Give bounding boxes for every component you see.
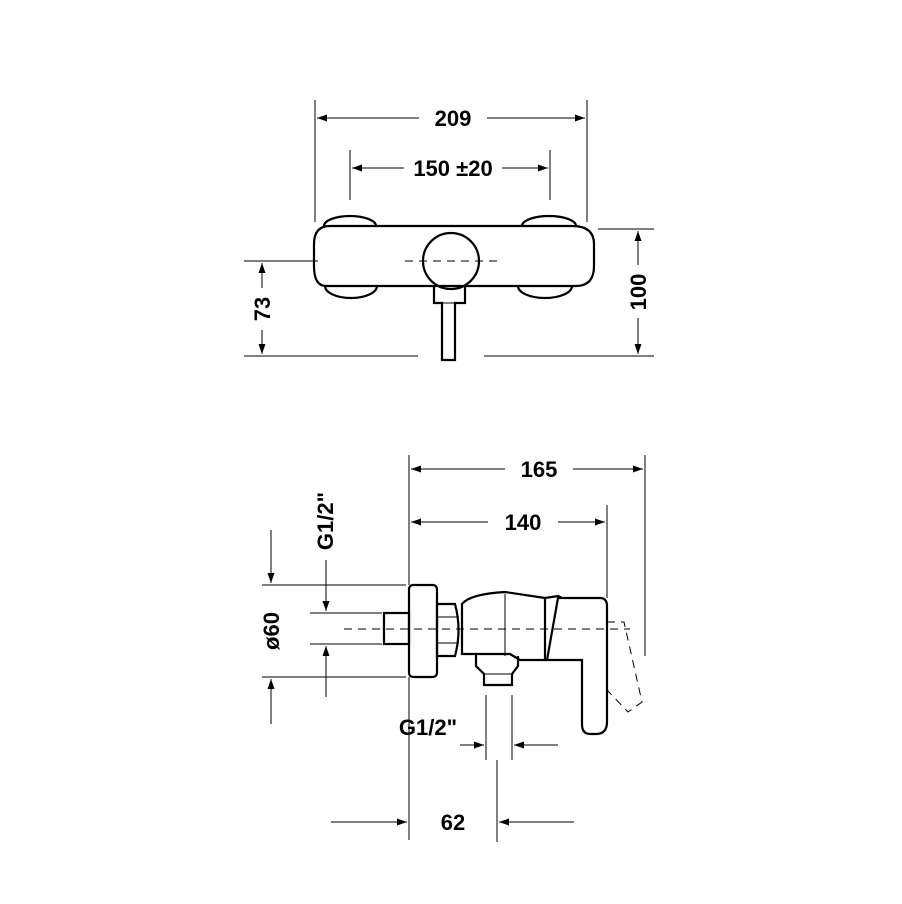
dim-height-total: 100 [626,274,651,311]
dim-width-total: 209 [435,106,472,131]
dimension-outlet-thread: G1/2" [399,715,558,749]
dimension-150: 150 ±20 [352,156,548,181]
dimension-73: 73 [244,260,418,357]
dim-depth-body: 140 [505,510,542,535]
dimension-inlet-thread: G1/2" [310,492,382,697]
dim-wall-spacing: 150 ±20 [413,156,492,181]
dim-inlet-thread: G1/2" [313,492,338,550]
dimension-62: 62 [331,810,574,835]
dimension-209: 209 [317,106,585,131]
dimension-165: 165 [411,457,643,482]
dimension-diameter: ø60 [259,530,406,724]
dim-rosette-diameter: ø60 [259,612,284,650]
dim-depth-total: 165 [521,457,558,482]
dimension-140: 140 [411,510,605,535]
mixer-body-top [312,214,596,362]
side-view: 165 140 [259,455,646,842]
dim-outlet-offset: 62 [441,810,465,835]
dim-axis-height: 73 [250,297,275,321]
dim-outlet-thread: G1/2" [399,715,457,740]
top-view: 209 150 ±20 [244,100,654,362]
dimension-100: 100 [484,228,654,357]
mixer-body-side [344,583,643,736]
